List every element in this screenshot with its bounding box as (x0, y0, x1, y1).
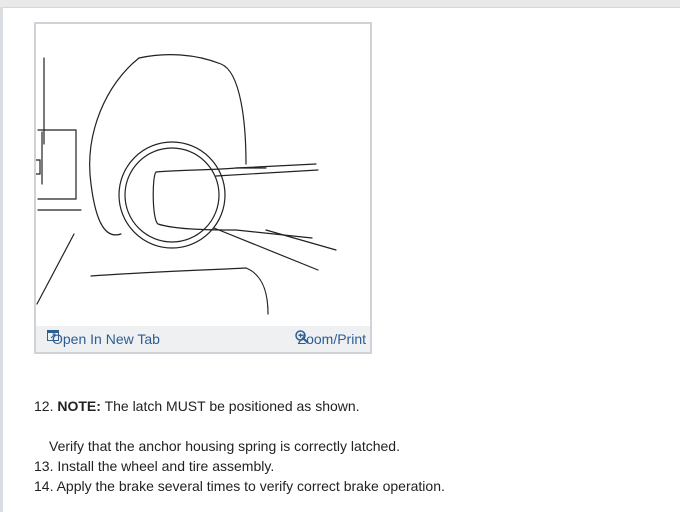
brake-latch-illustration (36, 54, 337, 315)
zoom-print-label: Zoom/Print (297, 331, 366, 347)
step-number: 12. (34, 398, 54, 414)
step-text: The latch MUST be positioned as shown. (104, 398, 360, 414)
step-number: 14. (34, 478, 54, 494)
open-in-new-tab-button[interactable]: Open In New Tab (47, 330, 160, 348)
step-12-sub: Verify that the anchor housing spring is… (34, 436, 634, 456)
zoom-print-button[interactable]: Zoom/Print (294, 330, 366, 348)
step-text: Apply the brake several times to verify … (56, 478, 445, 494)
open-in-new-tab-label: Open In New Tab (52, 331, 160, 347)
step-text: Install the wheel and tire assembly. (57, 458, 275, 474)
step-number: 13. (34, 458, 54, 474)
step-14: 14. Apply the brake several times to ver… (34, 476, 634, 496)
top-bar (0, 0, 680, 8)
procedure-steps: 12. NOTE: The latch MUST be positioned a… (34, 396, 634, 496)
left-edge-border (0, 7, 3, 512)
step-text: Verify that the anchor housing spring is… (49, 438, 400, 454)
step-13: 13. Install the wheel and tire assembly. (34, 456, 634, 476)
step-12: 12. NOTE: The latch MUST be positioned a… (34, 396, 634, 416)
note-label: NOTE: (57, 398, 101, 414)
illustration-figure: Open In New Tab Zoom/Print (34, 22, 372, 354)
figure-toolbar: Open In New Tab Zoom/Print (36, 326, 370, 352)
